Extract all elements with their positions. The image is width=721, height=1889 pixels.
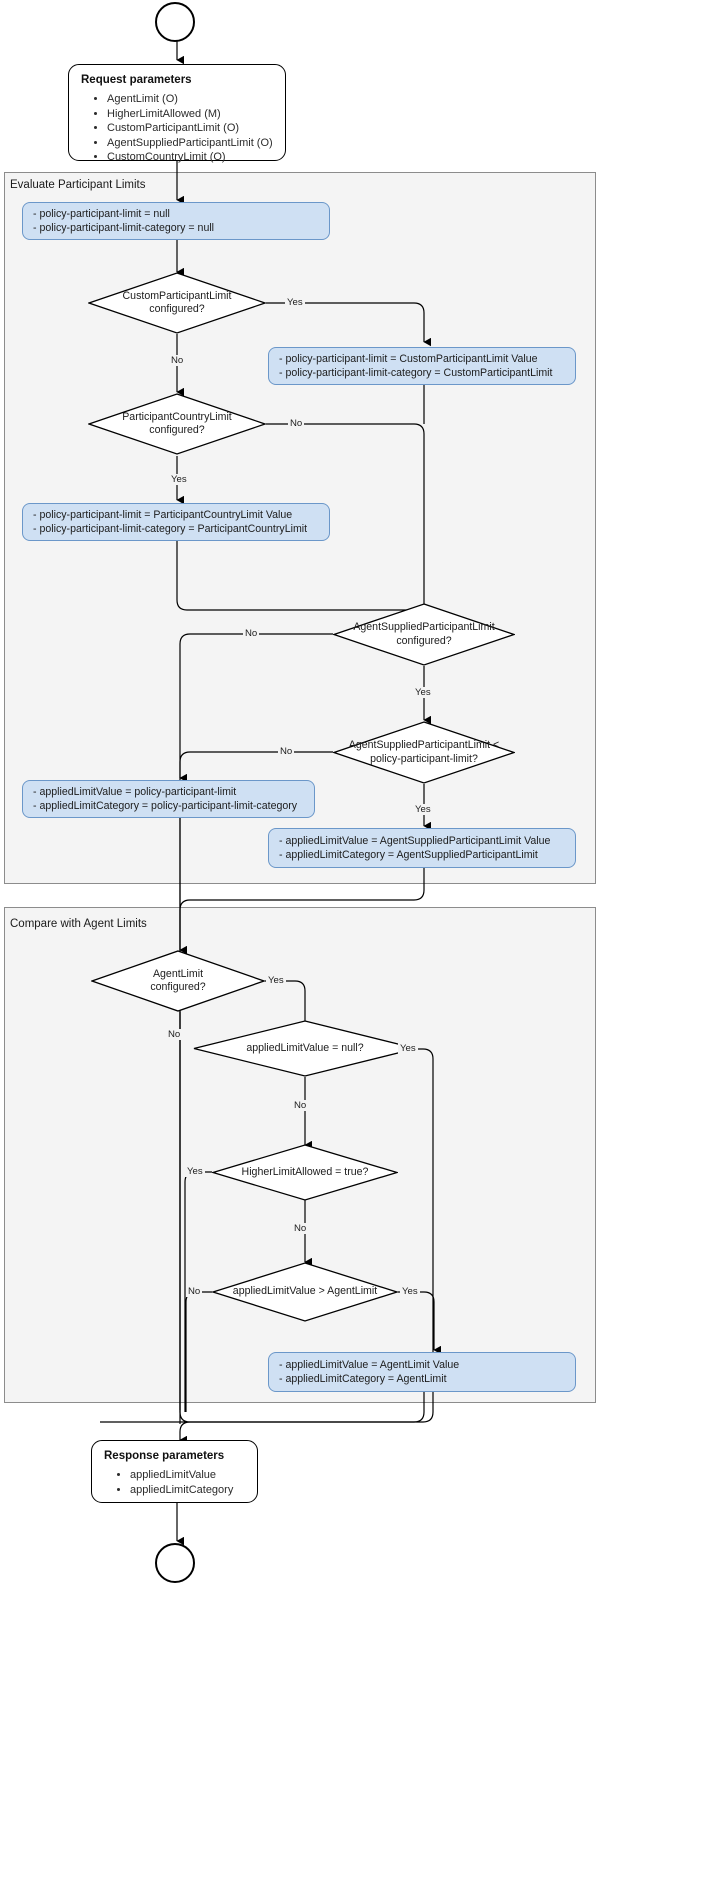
request-param-item: CustomParticipantLimit (O): [107, 121, 275, 136]
decision-applied-limit-value-null: appliedLimitValue = null?: [193, 1020, 417, 1077]
edge-label-no-applied-greater-than: No: [186, 1286, 203, 1297]
assignment-line: - appliedLimitCategory = AgentLimit: [279, 1373, 447, 1385]
edge-label-yes-applied-limit-null: Yes: [398, 1043, 418, 1054]
assignment-line: - policy-participant-limit = Participant…: [33, 508, 293, 521]
response-param-item: appliedLimitValue: [130, 1468, 247, 1483]
end-node: [155, 1543, 195, 1583]
assignment-line: - policy-participant-limit-category = nu…: [33, 222, 215, 234]
assignment-init: - policy-participant-limit = null - poli…: [22, 202, 330, 240]
response-parameters-title: Response parameters: [104, 1450, 225, 1462]
assignment-line: - appliedLimitValue = AgentLimit Value: [279, 1358, 460, 1371]
decision-applied-limit-greater-than-agent-limit: appliedLimitValue > AgentLimit: [212, 1262, 398, 1322]
edge-label-no-agent-supplied-less-than: No: [278, 746, 295, 757]
assignment-line: - policy-participant-limit = CustomParti…: [279, 352, 538, 365]
request-param-item: AgentSuppliedParticipantLimit (O): [107, 136, 275, 151]
assignment-line: - appliedLimitCategory = policy-particip…: [33, 800, 298, 812]
edge-label-yes-applied-greater-than: Yes: [400, 1286, 420, 1297]
request-param-item: AgentLimit (O): [107, 92, 275, 107]
assignment-applied-from-policy: - appliedLimitValue = policy-participant…: [22, 780, 315, 818]
edge-label-yes-custom-participant: Yes: [285, 297, 305, 308]
request-parameters-box: Request parameters AgentLimit (O) Higher…: [68, 64, 286, 163]
decision-agent-supplied-less-than-policy: AgentSuppliedParticipantLimit <policy-pa…: [333, 721, 515, 784]
edge-label-no-participant-country: No: [288, 418, 305, 429]
request-parameters-title: Request parameters: [81, 74, 192, 86]
assignment-custom-participant-limit: - policy-participant-limit = CustomParti…: [268, 347, 576, 385]
edge-label-yes-agent-supplied-less-than: Yes: [413, 804, 433, 815]
edge-label-no-custom-participant: No: [169, 355, 186, 366]
request-param-item: CustomCountryLimit (O): [107, 150, 275, 165]
assignment-line: - policy-participant-limit = null: [33, 207, 170, 220]
edge-label-no-higher-limit-allowed: No: [292, 1223, 309, 1234]
edge-label-no-applied-limit-null: No: [292, 1100, 309, 1111]
edge-label-yes-higher-limit-allowed: Yes: [185, 1166, 205, 1177]
assignment-participant-country-limit: - policy-participant-limit = Participant…: [22, 503, 330, 541]
start-node: [155, 2, 195, 42]
group-evaluate-label: Evaluate Participant Limits: [10, 179, 146, 191]
response-parameters-list: appliedLimitValue appliedLimitCategory: [104, 1468, 247, 1497]
assignment-applied-from-agent-limit: - appliedLimitValue = AgentLimit Value -…: [268, 1352, 576, 1392]
request-parameters-list: AgentLimit (O) HigherLimitAllowed (M) Cu…: [81, 92, 275, 165]
request-param-item: HigherLimitAllowed (M): [107, 107, 275, 122]
assignment-line: - appliedLimitCategory = AgentSuppliedPa…: [279, 849, 538, 861]
response-parameters-box: Response parameters appliedLimitValue ap…: [91, 1440, 258, 1503]
assignment-line: - appliedLimitValue = policy-participant…: [33, 785, 237, 798]
edge-label-yes-agent-supplied-configured: Yes: [413, 687, 433, 698]
assignment-line: - policy-participant-limit-category = Pa…: [33, 523, 308, 535]
decision-higher-limit-allowed: HigherLimitAllowed = true?: [212, 1144, 398, 1201]
edge-label-yes-agent-limit-configured: Yes: [266, 975, 286, 986]
response-param-item: appliedLimitCategory: [130, 1483, 247, 1498]
edge-label-no-agent-limit-configured: No: [166, 1029, 183, 1040]
assignment-line: - appliedLimitValue = AgentSuppliedParti…: [279, 834, 551, 847]
edge-label-no-agent-supplied-configured: No: [243, 628, 260, 639]
edge-label-yes-participant-country: Yes: [169, 474, 189, 485]
assignment-line: - policy-participant-limit-category = Cu…: [279, 367, 553, 379]
group-compare-label: Compare with Agent Limits: [10, 918, 147, 930]
assignment-applied-from-agent-supplied: - appliedLimitValue = AgentSuppliedParti…: [268, 828, 576, 868]
